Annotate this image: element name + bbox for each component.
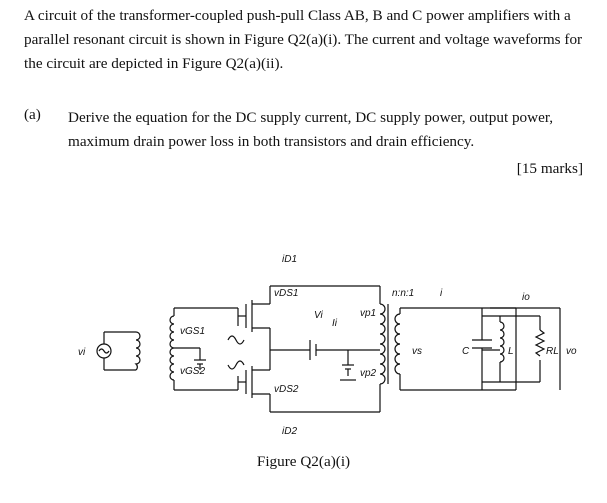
figure-caption: Figure Q2(a)(i) <box>256 453 351 470</box>
input-secondary-coil <box>169 315 175 381</box>
question-line-2: maximum drain power loss in both transis… <box>68 133 475 150</box>
question-line-1: Derive the equation for the DC supply cu… <box>68 109 554 126</box>
label-io: io <box>522 292 530 303</box>
circuit-labels: vi vGS1 vGS2 vDS1 vDS2 iD1 iD2 vp1 vp2 n… <box>78 254 577 437</box>
label-vds2: vDS2 <box>274 384 299 395</box>
circuit-diagram: vi vGS1 vGS2 vDS1 vDS2 iD1 iD2 vp1 vp2 n… <box>78 254 577 437</box>
marks: [15 marks] <box>516 160 583 177</box>
label-rl: RL <box>546 346 559 357</box>
label-vds1: vDS1 <box>274 288 298 299</box>
circuit-figure: vi vGS1 vGS2 vDS1 vDS2 iD1 iD2 vp1 vp2 n… <box>70 250 590 460</box>
label-vp2: vp2 <box>360 368 377 379</box>
label-turns: n:n:1 <box>392 288 414 299</box>
question-text: Derive the equation for the DC supply cu… <box>68 106 584 154</box>
output-secondary-coil <box>394 313 401 375</box>
label-vs: vs <box>412 346 422 357</box>
label-vo: vo <box>566 346 577 357</box>
label-id1: iD1 <box>282 254 297 265</box>
label-vi-mid: Vi <box>314 310 323 321</box>
label-id2: iD2 <box>282 426 297 437</box>
intro-line-2: parallel resonant circuit is shown in Fi… <box>24 31 583 48</box>
intro-line-1: A circuit of the transformer-coupled pus… <box>24 7 571 24</box>
label-l: L <box>508 346 514 357</box>
label-c: C <box>462 346 470 357</box>
label-ii-mid: Ii <box>332 318 338 329</box>
label-vp1: vp1 <box>360 308 376 319</box>
output-primary-coil <box>379 303 386 385</box>
label-vgs1: vGS1 <box>180 326 205 337</box>
label-i: i <box>440 288 443 299</box>
intro-line-3: the circuit are depicted in Figure Q2(a)… <box>24 55 284 72</box>
question-label: (a) <box>24 106 41 123</box>
input-primary-coil <box>134 331 141 371</box>
label-vi: vi <box>78 347 86 358</box>
label-vgs2: vGS2 <box>180 366 205 377</box>
